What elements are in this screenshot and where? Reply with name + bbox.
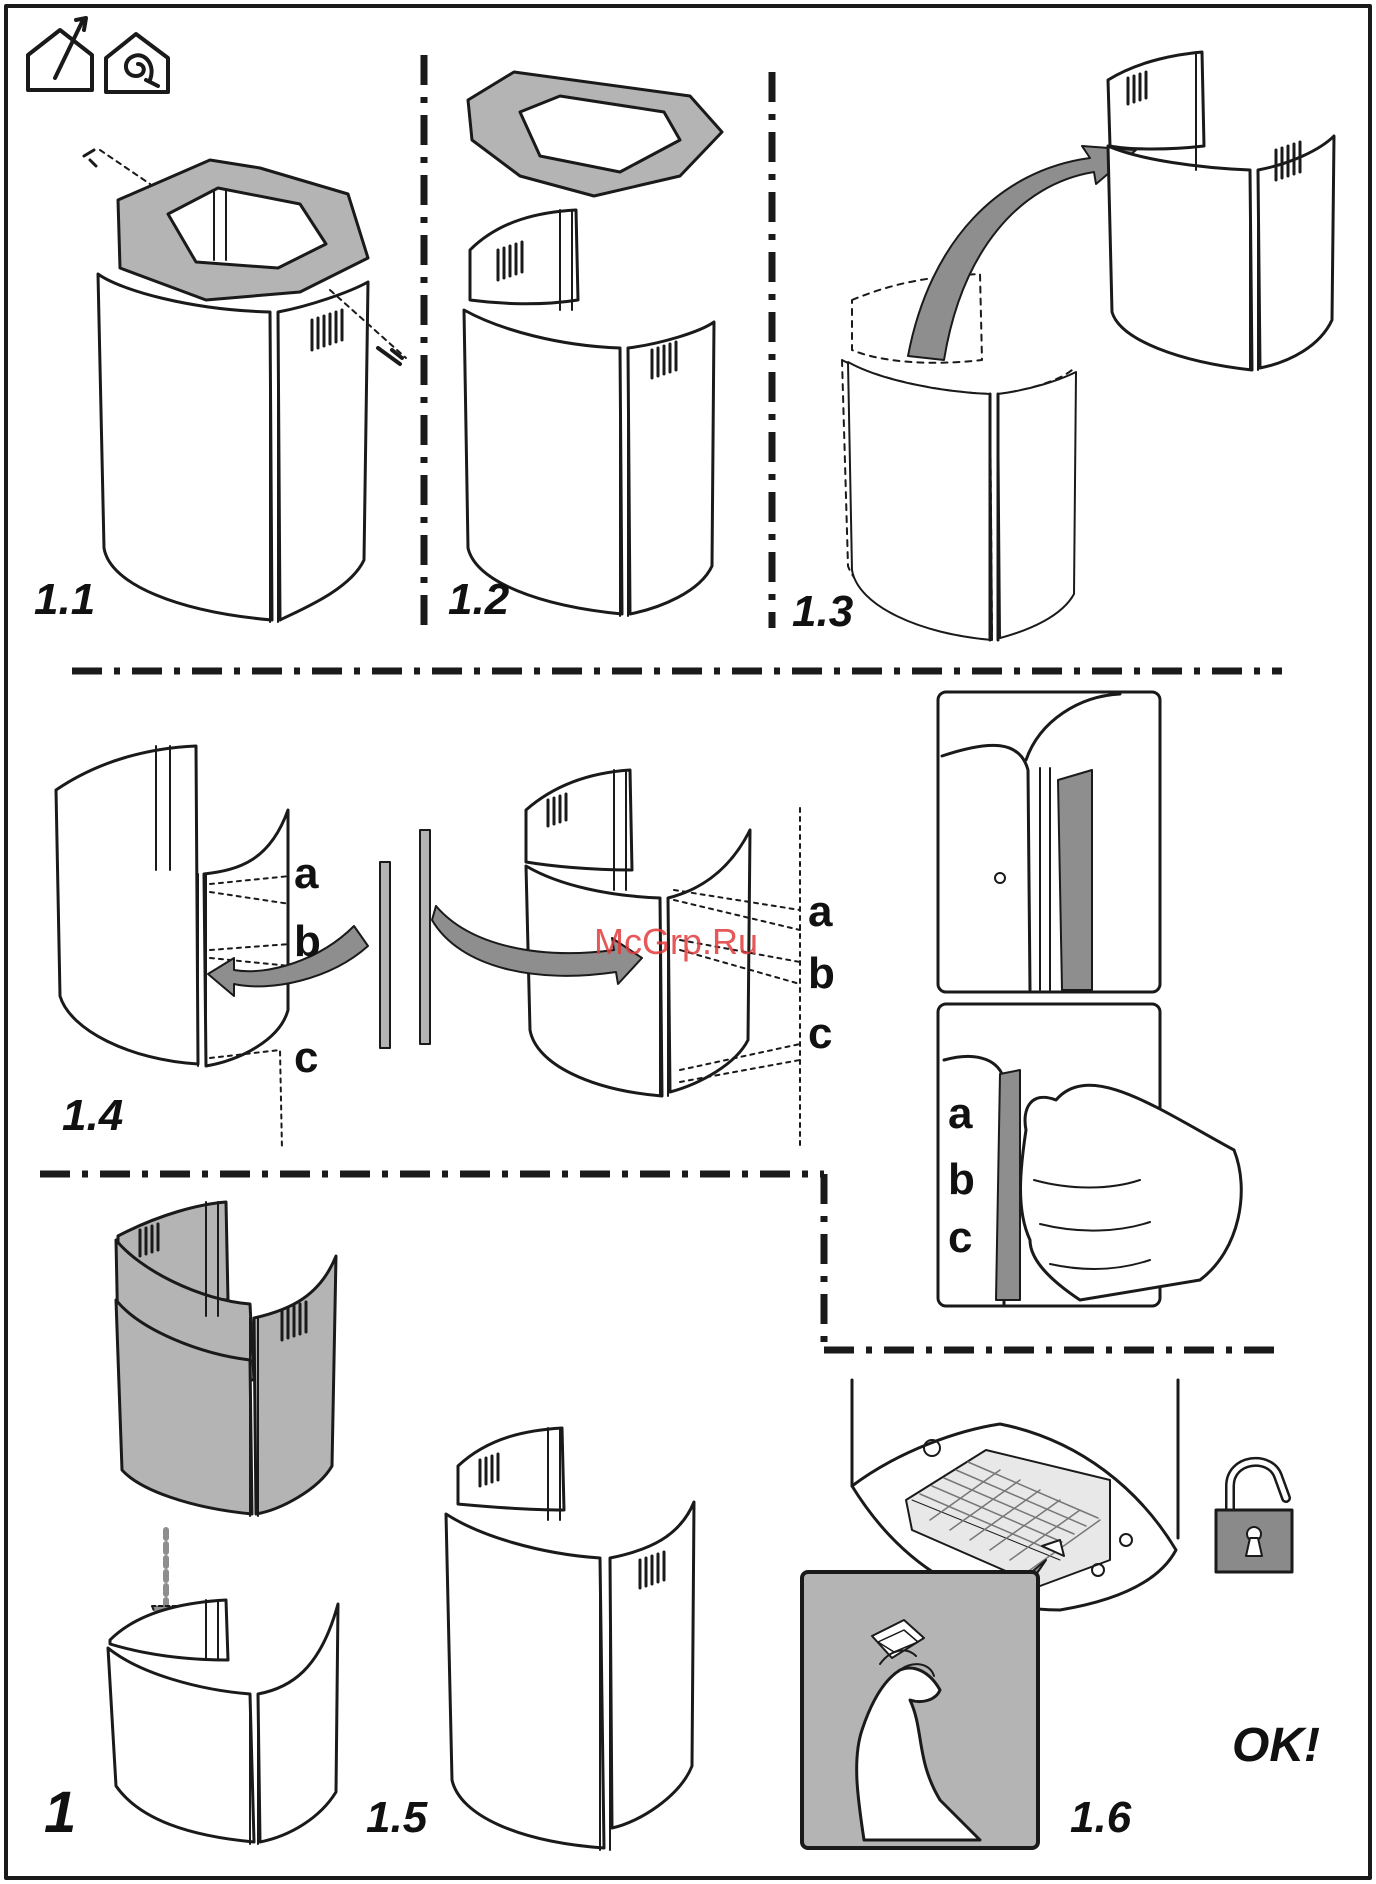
hood-chimney-lower-1-5	[108, 1600, 338, 1844]
letter-left-a: a	[294, 852, 318, 896]
unlock-icon	[1216, 1462, 1292, 1572]
hood-panel-left-1-4	[56, 746, 368, 1150]
hood-chimney-assembled-1-5	[446, 1428, 694, 1850]
house-recirculation-icon	[106, 34, 168, 92]
ok-text: OK!	[1232, 1722, 1320, 1770]
letter-detail-a: a	[948, 1092, 972, 1136]
letter-detail-b: b	[948, 1158, 975, 1202]
letter-right-b: b	[808, 952, 835, 996]
letter-right-a: a	[808, 890, 832, 934]
step-label-1-6: 1.6	[1070, 1796, 1131, 1840]
house-exhaust-icon	[28, 18, 92, 90]
step-label-1-4: 1.4	[62, 1094, 123, 1138]
step-label-1-1: 1.1	[34, 578, 95, 622]
hood-chimney-1-2	[464, 72, 722, 616]
hood-chimney-gray-1-5	[116, 1202, 336, 1516]
step-label-1-2: 1.2	[448, 578, 509, 622]
hood-chimney-1-1	[84, 150, 406, 622]
profile-strips-1-4	[380, 830, 430, 1048]
detail-box-hand-1-6	[802, 1572, 1038, 1848]
watermark: McGrp.Ru	[594, 924, 758, 960]
letter-detail-c: c	[948, 1216, 972, 1260]
letter-left-b: b	[294, 920, 321, 964]
letter-left-c: c	[294, 1036, 318, 1080]
step-label-1-3: 1.3	[792, 590, 853, 634]
letter-right-c: c	[808, 1012, 832, 1056]
figure-number: 1	[44, 1784, 76, 1842]
step-label-1-5: 1.5	[366, 1796, 427, 1840]
detail-box-bottom	[938, 1004, 1241, 1306]
hood-chimney-1-3	[842, 52, 1334, 640]
detail-box-top	[938, 692, 1160, 992]
